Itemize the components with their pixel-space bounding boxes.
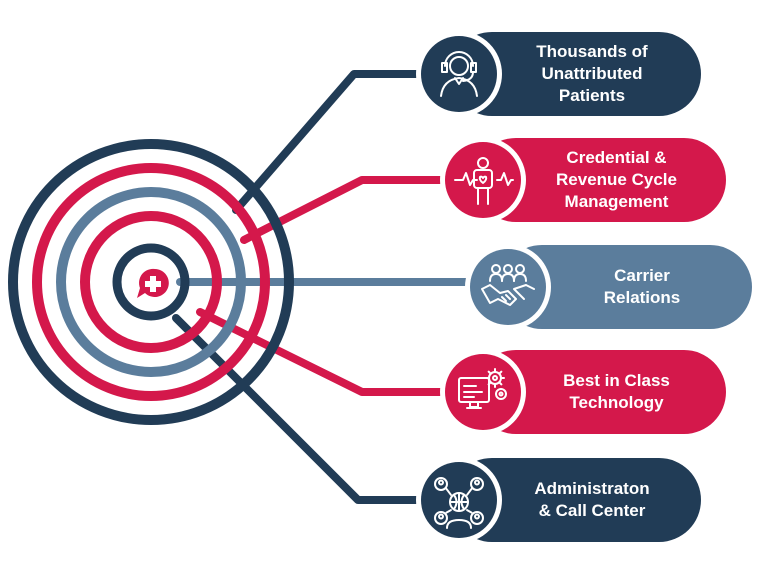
network-people-icon: [434, 477, 484, 529]
computer-gears-icon: [458, 368, 507, 409]
person-heartbeat-icon: [454, 157, 514, 205]
pill-item-5: [416, 457, 701, 543]
headset-agent-icon: [440, 51, 478, 97]
pill-body: [500, 245, 752, 329]
connector-line-2: [240, 176, 452, 244]
pill-label-line: Revenue Cycle: [556, 170, 677, 189]
ring-crimson-2: [80, 211, 222, 353]
pill-label-line: Patients: [558, 86, 626, 105]
pill-list: [416, 31, 752, 543]
pill-label-line: Relations: [603, 288, 681, 307]
pill-body: [450, 458, 701, 542]
pill-item-1: [416, 31, 701, 117]
handshake-group-icon: [481, 264, 535, 306]
target-rings: [8, 139, 294, 425]
medical-cross-pin-icon: [137, 268, 169, 298]
pill-label-line: Administraton: [534, 479, 650, 498]
pill-item-2: [440, 137, 726, 223]
pill-label-line: Unattributed: [541, 64, 643, 83]
pill-label-line: Best in Class: [563, 371, 670, 390]
connector-line-1: [232, 70, 429, 214]
pill-body: [450, 32, 701, 116]
pill-body: [474, 350, 726, 434]
ring-outer-navy: [8, 139, 294, 425]
pill-body: [474, 138, 726, 222]
pill-label-line: Technology: [569, 393, 664, 412]
pill-label-5: Administraton & Call Center: [505, 458, 679, 542]
ring-inner-navy: [112, 243, 190, 321]
icon-badge: [445, 142, 521, 218]
pill-item-4: [440, 349, 726, 435]
ring-crimson-1: [32, 163, 270, 401]
connector-line-5: [172, 314, 429, 504]
pill-label-line: Management: [564, 192, 669, 211]
icon-badge: [470, 249, 546, 325]
pill-label-line: Credential &: [566, 148, 667, 167]
ring-slate: [56, 187, 246, 377]
pill-label-line: Carrier: [614, 266, 670, 285]
pill-label-line: Thousands of: [536, 42, 648, 61]
pill-item-3: [465, 244, 752, 330]
pill-label-line: & Call Center: [538, 501, 646, 520]
